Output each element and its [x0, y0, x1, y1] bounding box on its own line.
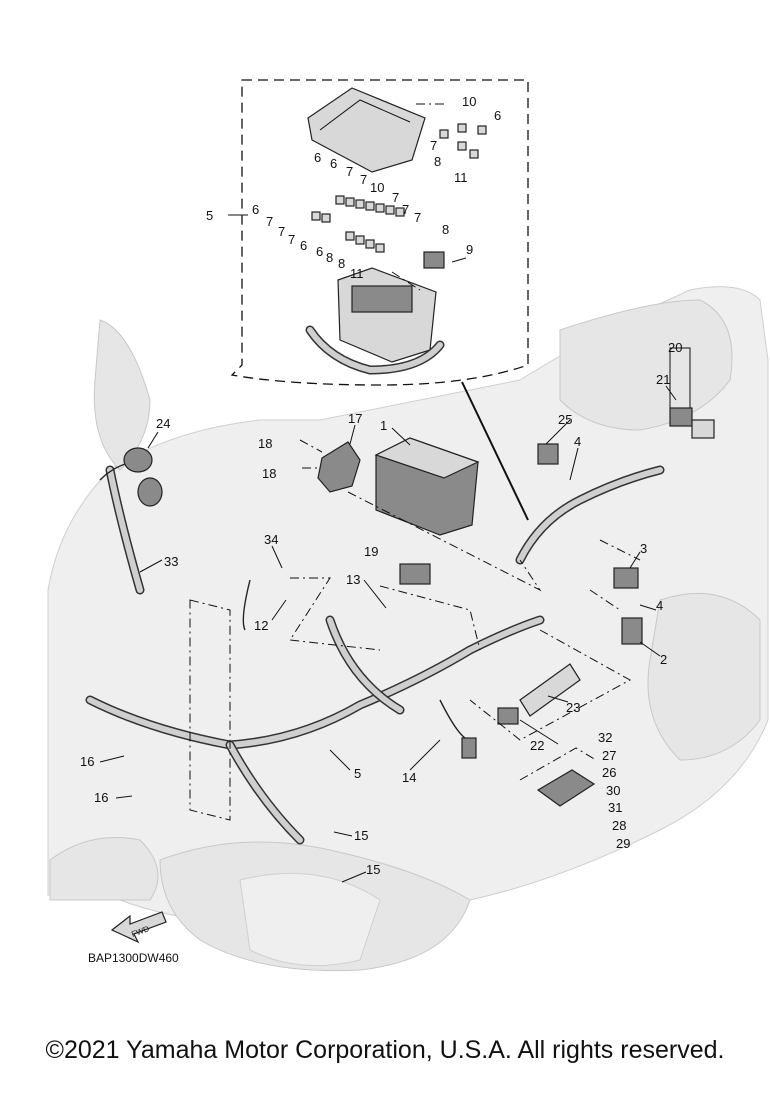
part-label: 27 — [602, 748, 616, 763]
part-label: 11 — [350, 266, 364, 281]
part-label: 1 — [380, 418, 387, 433]
part-label: 4 — [656, 598, 663, 613]
part-label: 21 — [656, 372, 670, 387]
part-label: 7 — [288, 232, 295, 247]
part-label: 11 — [454, 170, 468, 185]
part-label: 6 — [330, 156, 337, 171]
part-label: 23 — [566, 700, 580, 715]
part-label: 7 — [402, 202, 409, 217]
part-label: 34 — [264, 532, 278, 547]
part-number-labels: 1 2 3 4 4 5 5 6 6 6 6 6 6 7 7 7 7 7 7 7 … — [80, 94, 682, 877]
part-label: 5 — [354, 766, 361, 781]
part-label: 32 — [598, 730, 612, 745]
part-label: 7 — [346, 164, 353, 179]
part-label: 29 — [616, 836, 630, 851]
part-label: 25 — [558, 412, 572, 427]
copyright-text: ©2021 Yamaha Motor Corporation, U.S.A. A… — [45, 1036, 725, 1064]
part-label: 7 — [360, 172, 367, 187]
part-label: 7 — [266, 214, 273, 229]
part-label: 17 — [348, 411, 362, 426]
part-label: 28 — [612, 818, 626, 833]
part-label: 8 — [338, 256, 345, 271]
part-label: 33 — [164, 554, 178, 569]
part-label: 7 — [278, 224, 285, 239]
fuse-row — [311, 123, 487, 253]
part-label: 5 — [206, 208, 213, 223]
part-label: 7 — [430, 138, 437, 153]
main-wire-harness — [85, 459, 665, 845]
part-label: 30 — [606, 783, 620, 798]
part-label: 18 — [262, 466, 276, 481]
drawing-code: BAP1300DW460 — [88, 951, 179, 965]
fuse-box-detail-inset — [230, 79, 529, 386]
part-label: 26 — [602, 765, 616, 780]
part-label: 6 — [316, 244, 323, 259]
part-label: 14 — [402, 770, 416, 785]
part-label: 8 — [442, 222, 449, 237]
part-label: 24 — [156, 416, 170, 431]
part-label: 9 — [466, 242, 473, 257]
inset-leader — [461, 381, 529, 521]
part-label: 13 — [346, 572, 360, 587]
part-label: 12 — [254, 618, 268, 633]
part-label: 31 — [608, 800, 622, 815]
part-label: 6 — [494, 108, 501, 123]
dashed-leaders — [189, 439, 641, 821]
part-label: 10 — [462, 94, 476, 109]
part-label: 3 — [640, 541, 647, 556]
part-label: 8 — [434, 154, 441, 169]
part-label: 15 — [366, 862, 380, 877]
part-label: 10 — [370, 180, 384, 195]
part-label: 19 — [364, 544, 378, 559]
part-label: 6 — [252, 202, 259, 217]
part-label: 15 — [354, 828, 368, 843]
part-label: 2 — [660, 652, 667, 667]
part-label: 8 — [326, 250, 333, 265]
part-label: 20 — [668, 340, 682, 355]
label-leaders — [99, 214, 691, 883]
part-label: 18 — [258, 436, 272, 451]
part-label: 6 — [300, 238, 307, 253]
part-label: 4 — [574, 434, 581, 449]
components — [110, 407, 715, 944]
part-label: 16 — [94, 790, 108, 805]
parts-diagram: 1 2 3 4 4 5 5 6 6 6 6 6 6 7 7 7 7 7 7 7 … — [47, 79, 769, 972]
motorcycle-frame-ghost — [47, 286, 769, 972]
part-label: 7 — [414, 210, 421, 225]
part-label: 16 — [80, 754, 94, 769]
part-label: 22 — [530, 738, 544, 753]
part-label: 6 — [314, 150, 321, 165]
part-label: 7 — [392, 190, 399, 205]
